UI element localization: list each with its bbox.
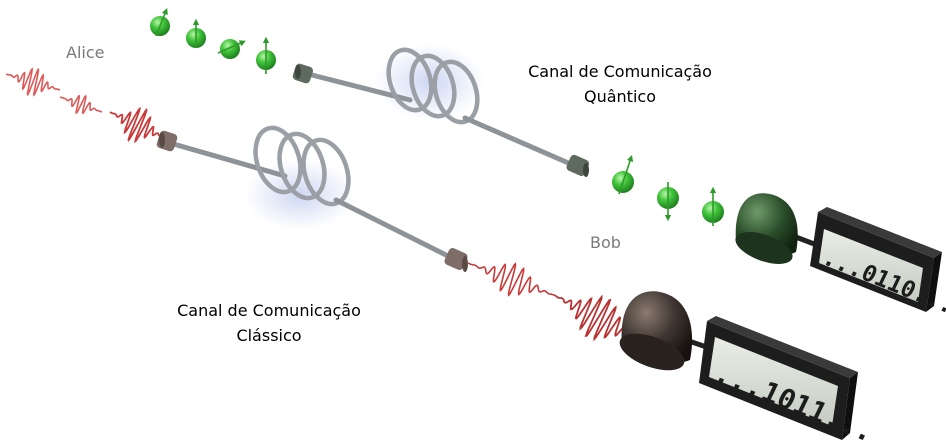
fiber-connector-out xyxy=(444,247,468,272)
quantum-output-qubits xyxy=(612,154,724,226)
classical-channel-label-line1: Canal de Comunicação xyxy=(177,301,361,320)
light-pulse-icon xyxy=(467,262,557,297)
qubit-icon xyxy=(657,182,679,222)
classical-channel-label-line2: Clássico xyxy=(236,326,302,345)
qubit-icon xyxy=(256,36,276,74)
qubit-icon xyxy=(702,186,724,226)
qubit-icon xyxy=(186,18,206,48)
counter-display-icon: ...1011... xyxy=(699,316,880,448)
classical-fiber xyxy=(156,125,468,272)
classical-output-pulses xyxy=(467,262,641,342)
fiber-connector-out xyxy=(566,154,590,177)
fiber-connector-in xyxy=(156,130,178,152)
qubit-icon xyxy=(150,8,170,37)
classical-input-pulses xyxy=(5,67,166,144)
light-pulse-icon xyxy=(5,67,61,97)
alice-label: Alice xyxy=(66,43,105,62)
detector-dome-icon xyxy=(619,291,693,371)
quantum-channel-label: Canal de Comunicação Quântico xyxy=(517,59,723,109)
quantum-fiber xyxy=(292,44,590,177)
quantum-detector: ...0110... xyxy=(735,193,946,319)
fiber-coil-icon xyxy=(386,47,480,125)
qubit-icon xyxy=(217,39,246,59)
fiber-coil-icon xyxy=(253,125,351,207)
light-pulse-icon xyxy=(59,94,103,115)
fiber-connector-in xyxy=(292,63,313,84)
detector-dome-icon xyxy=(735,193,798,264)
light-pulse-icon xyxy=(109,106,166,144)
quantum-input-qubits xyxy=(150,8,276,74)
quantum-channel-label-line1: Canal de Comunicação xyxy=(528,62,712,81)
bob-label: Bob xyxy=(590,233,621,252)
quantum-channel-label-line2: Quântico xyxy=(584,87,656,106)
qubit-icon xyxy=(612,154,634,195)
classical-channel-label: Canal de Comunicação Clássico xyxy=(166,298,372,348)
classical-detector: ...1011... xyxy=(619,291,880,448)
counter-display-icon: ...0110... xyxy=(810,207,946,319)
